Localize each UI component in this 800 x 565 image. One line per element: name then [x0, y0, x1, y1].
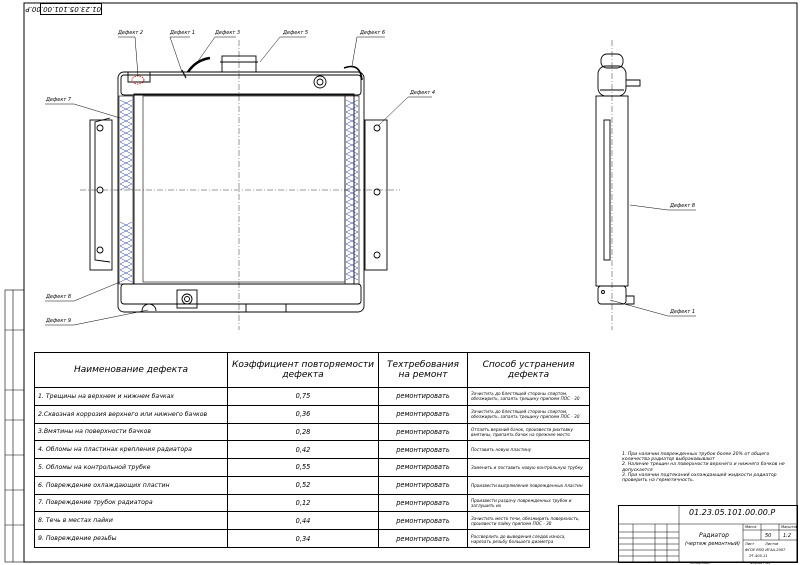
cell-coef: 0,36	[227, 404, 379, 424]
note-1: 1. При наличии поврежденных трубок более…	[622, 452, 770, 463]
cell-coef: 0,52	[227, 475, 379, 495]
cell-coef: 0,42	[227, 440, 379, 460]
cell-name: 2.Сквозная коррозия верхнего или нижнего…	[34, 404, 228, 424]
radiator-front-view	[89, 55, 388, 313]
drawing-number-stamp: 01.23.05.101.00.00.P	[25, 3, 102, 15]
cell-method: Зачистить место течи, обезжирить поверхн…	[467, 511, 590, 531]
callout-defect-9: Дефект 9	[46, 318, 72, 324]
scale-label: Масштаб	[781, 525, 799, 529]
cell-method: Поставить новую пластину	[467, 440, 590, 460]
cell-method: Заменить и поставить новую контрольную т…	[467, 458, 590, 477]
cell-method: Рассверлить до выведения следов износа, …	[467, 529, 590, 548]
cell-coef: 0,55	[227, 458, 379, 477]
cell-method: Отпаять верхний бачок, произвести рихтов…	[467, 422, 590, 442]
table-row: 4. Обломы на пластинах крепления радиато…	[34, 440, 590, 460]
callout-defect-6: Дефект 6	[360, 30, 386, 36]
mass-label: Масса	[745, 525, 757, 529]
title-block-grid	[619, 506, 797, 562]
cell-method: Зачистить до блестящей стороны спиртом, …	[467, 387, 590, 406]
cell-req: ремонтировать	[378, 511, 468, 531]
callout-defect-1: Дефект 1	[170, 30, 196, 36]
cell-req: ремонтировать	[378, 475, 468, 495]
title-number: 01.23.05.101.00.00.P	[689, 508, 776, 517]
cell-name: 9. Повреждение резьбы	[34, 529, 228, 548]
cell-coef: 0,28	[227, 422, 379, 442]
header-req: Техтребования на ремонт	[378, 352, 468, 388]
cell-coef: 0,75	[227, 387, 379, 406]
cell-coef: 0,12	[227, 493, 379, 513]
cell-req: ремонтировать	[378, 387, 468, 406]
group-label: ЭТ-405.11	[749, 554, 768, 558]
callout-defect-8: Дефект 8	[46, 294, 72, 300]
cell-req: ремонтировать	[378, 404, 468, 424]
cell-req: ремонтировать	[378, 493, 468, 513]
table-row: 2.Сквозная коррозия верхнего или нижнего…	[34, 404, 590, 424]
cell-name: 7. Повреждение трубок радиатора	[34, 493, 228, 513]
cell-name: 6. Повреждение охлаждающих пластин	[34, 475, 228, 495]
callout-defect-3: Дефект 3	[215, 30, 241, 36]
callout-defect-4: Дефект 4	[410, 90, 436, 96]
note-3: 3. При наличии подтеканий охлаждающей жи…	[622, 472, 777, 484]
sheets-label: Листов	[765, 542, 779, 546]
sheet-frame	[23, 2, 798, 563]
format-label: Формат А1	[750, 561, 771, 565]
cell-method: Произвести раздачу поврежденных трубок и…	[467, 493, 590, 513]
cell-name: 5. Обломы на контрольной трубке	[34, 458, 228, 477]
title-block: 01.23.05.101.00.00.P Радиатор (чертеж ре…	[618, 505, 798, 563]
callout-defect-7: Дефект 7	[46, 97, 72, 103]
cell-coef: 0,34	[227, 529, 379, 548]
copy-label: Копировал	[690, 561, 711, 565]
callout-defect-5: Дефект 5	[283, 30, 309, 36]
cell-coef: 0,44	[227, 511, 379, 531]
left-strip	[4, 289, 25, 563]
technical-notes: 1. При наличии поврежденных трубок более…	[622, 452, 792, 483]
leader-lines	[45, 36, 432, 326]
cell-method: Зачистить до блестящей стороны спиртом, …	[467, 404, 590, 424]
defect-table: Наименование дефекта Коэффициент повторя…	[34, 352, 590, 548]
header-method: Способ устранения дефекта	[467, 352, 590, 388]
cell-name: 1. Трещины на верхнем и нижнем бачках	[34, 387, 228, 406]
side-leaders	[609, 204, 696, 317]
cell-req: ремонтировать	[378, 440, 468, 460]
title-subtitle: (чертеж ремонтный)	[685, 541, 740, 547]
callout-defect-2: Дефект 2	[118, 30, 144, 36]
sheet-label: Лист	[745, 542, 755, 546]
cell-req: ремонтировать	[378, 422, 468, 442]
header-name: Наименование дефекта	[34, 352, 228, 388]
cell-method: Произвести выпрямление поврежденных плас…	[467, 475, 590, 495]
note-2: 2. Наличие трещин на поверхности верхнег…	[622, 462, 785, 473]
scale-value: 1:2	[783, 533, 792, 539]
side-callout-defect-8: Дефект 8	[670, 203, 696, 209]
cell-name: 4. Обломы на пластинах крепления радиато…	[34, 440, 228, 460]
title-name: Радиатор	[699, 532, 729, 539]
cell-name: 3.Вмятины на поверхности бачков	[34, 422, 228, 442]
side-callout-defect-1: Дефект 1	[670, 309, 696, 315]
cell-req: ремонтировать	[378, 458, 468, 477]
radiator-side-view	[595, 53, 641, 305]
table-header-row: Наименование дефекта Коэффициент повторя…	[34, 352, 590, 388]
org-label: ФГОУ ВПО ИГАА-2007	[745, 548, 786, 552]
header-coef: Коэффициент повторяемости дефекта	[227, 352, 379, 388]
cell-name: 8. Течь в местах пайки	[34, 511, 228, 531]
cell-req: ремонтировать	[378, 529, 468, 548]
mass-value: 50	[765, 533, 772, 539]
